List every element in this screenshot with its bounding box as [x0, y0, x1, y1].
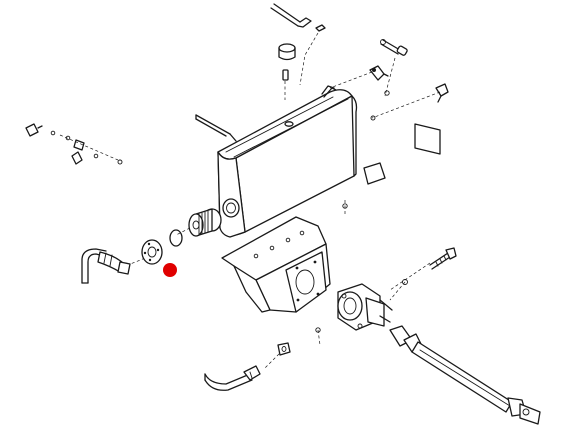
vent-fitting-top	[380, 39, 408, 56]
pump-bracket	[221, 216, 331, 313]
label-plates	[363, 123, 441, 185]
mounting-rod	[270, 3, 326, 32]
elbow-fitting	[369, 65, 389, 81]
filler-cap	[278, 43, 296, 81]
angle-fitting-right	[435, 83, 449, 103]
highlight-marker[interactable]	[163, 263, 177, 277]
suction-hose	[81, 248, 131, 284]
small-hardware	[117, 90, 408, 333]
suction-filter	[188, 208, 222, 237]
hex-nut	[277, 342, 291, 356]
o-ring	[169, 229, 183, 247]
highlighted-seal[interactable]	[163, 263, 177, 277]
left-fittings	[25, 123, 99, 165]
hydraulic-tank	[195, 85, 358, 238]
flange-plate	[141, 239, 163, 265]
hydraulic-pump	[337, 283, 393, 331]
level-sensor	[429, 247, 457, 270]
pressure-hose	[204, 365, 261, 391]
drive-shaft	[389, 325, 541, 425]
